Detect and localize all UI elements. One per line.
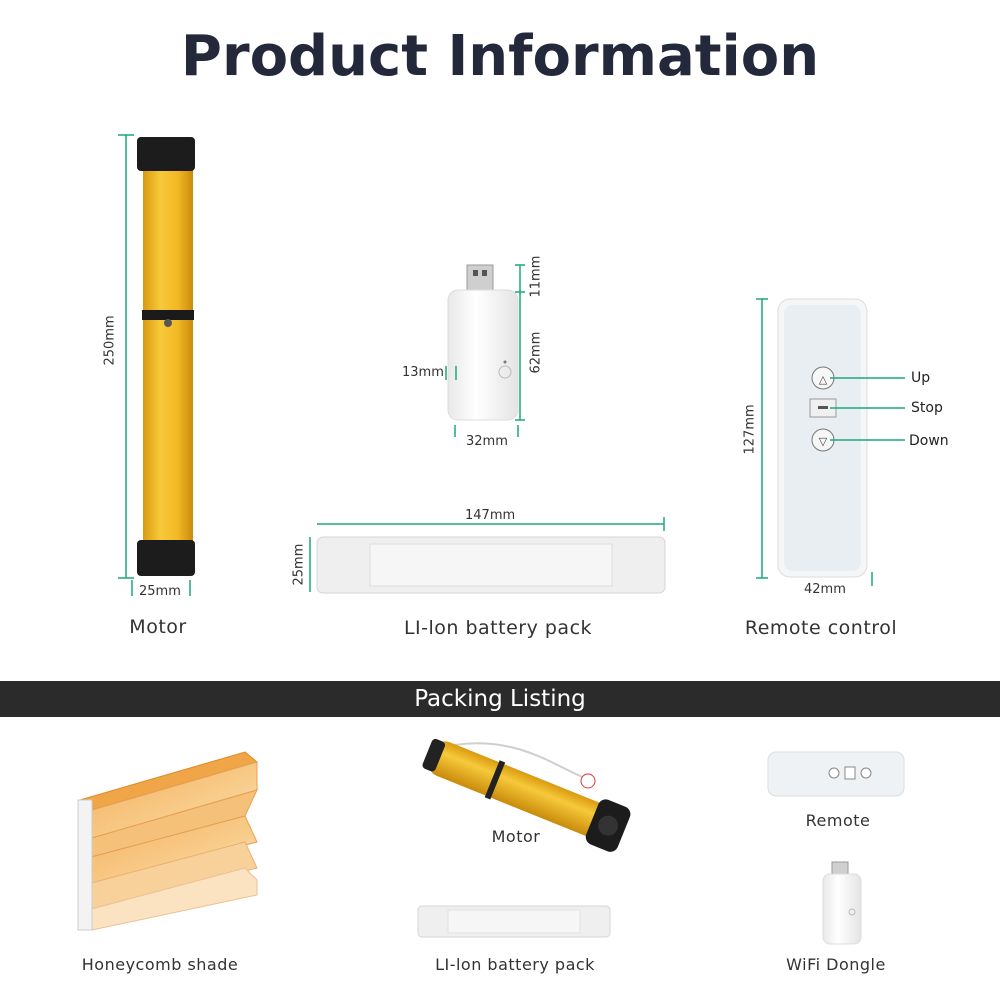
honeycomb-shade-image [77, 751, 259, 931]
dongle-width-dim: 32mm [466, 434, 508, 449]
battery-image [316, 536, 666, 594]
remote-dimension-lines [756, 298, 905, 586]
packing-battery-label: LI-lon battery pack [435, 955, 595, 974]
remote-image: △ ▽ [777, 298, 868, 578]
dongle-top-dim: 11mm [528, 255, 544, 298]
battery-height-dim: 25mm [291, 543, 307, 586]
motor-width-dim: 25mm [139, 584, 181, 599]
remote-label: Remote control [744, 617, 898, 639]
packing-motor-label: Motor [491, 827, 541, 846]
remote-down-callout: Down [909, 433, 949, 449]
packing-dongle-label: WiFi Dongle [786, 955, 886, 974]
page-title: Product Information [180, 24, 820, 89]
dongle-body-dim: 62mm [528, 331, 544, 374]
packing-battery-image [417, 905, 611, 938]
packing-banner [0, 681, 1000, 717]
battery-dimension-lines [309, 517, 665, 592]
dongle-image [447, 264, 519, 421]
packing-remote-label: Remote [805, 811, 871, 830]
svg-text:△: △ [819, 373, 828, 386]
dongle-dimension-lines [445, 264, 525, 437]
remote-up-callout: Up [911, 370, 931, 386]
motor-image [137, 137, 195, 576]
remote-stop-callout: Stop [911, 400, 943, 416]
packing-heading: Packing Listing [414, 686, 586, 712]
dongle-thickness-dim: 13mm [402, 365, 444, 380]
motor-height-dim: 250mm [102, 315, 118, 366]
packing-dongle-image [822, 861, 862, 945]
packing-remote-image [767, 751, 905, 797]
packing-shade-label: Honeycomb shade [81, 955, 239, 974]
motor-label: Motor [129, 616, 187, 638]
svg-text:▽: ▽ [819, 435, 828, 448]
battery-label: LI-lon battery pack [403, 617, 593, 639]
remote-width-dim: 42mm [804, 582, 846, 597]
remote-height-dim: 127mm [742, 404, 758, 455]
battery-length-dim: 147mm [465, 508, 516, 523]
packing-motor-image [422, 738, 631, 852]
motor-dimension-lines [118, 134, 191, 596]
